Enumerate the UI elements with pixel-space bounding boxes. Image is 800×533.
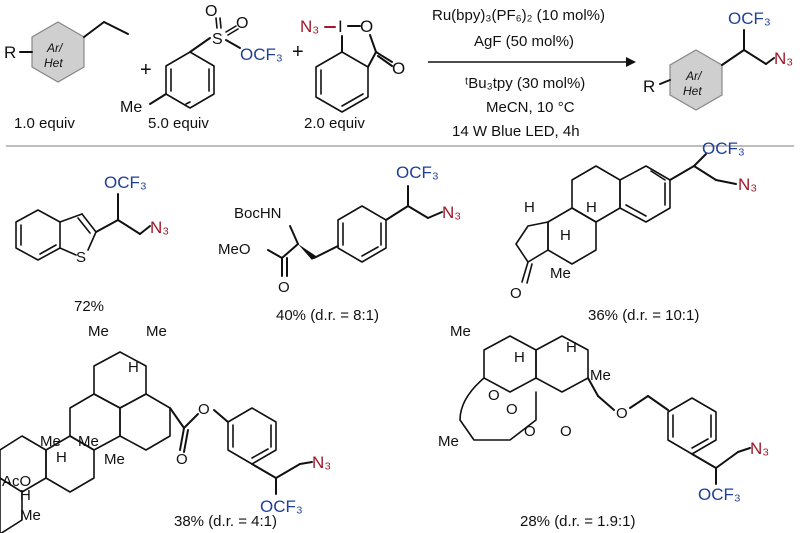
estrone-h3: H	[560, 227, 571, 244]
artemisinin-h-right: H	[566, 339, 577, 356]
triterpenoid-methyl-b: Me	[78, 433, 99, 450]
product-ocf3-label: OCF₃	[728, 9, 771, 28]
artemisinin-methyl-bottom: Me	[438, 433, 459, 450]
benzothiophene-n3: N₃	[150, 218, 169, 237]
product-benzothiophene: S OCF₃ N₃ 72%	[15, 173, 169, 315]
plus-sign-2: +	[292, 41, 304, 63]
ester-link-oxygen: O	[198, 401, 210, 418]
product-general: Ar/ Het R OCF₃ N₃	[643, 9, 793, 111]
ether-oxygen: O	[616, 405, 628, 422]
artemisinin-ocf3: OCF₃	[698, 485, 741, 504]
iodine-label: I	[338, 17, 343, 36]
bochn-label: BocHN	[234, 205, 282, 222]
phenylalanine-n3: N₃	[442, 203, 461, 222]
iodoxole-oxygen: O	[360, 17, 373, 36]
product-r-label: R	[643, 77, 655, 96]
reaction-arrowhead	[626, 57, 636, 67]
sulfonyl-oxygen-top: O	[205, 3, 217, 20]
artemisinin-methyl-right: Me	[590, 367, 611, 384]
condition-solvent-temp: MeCN, 10 °C	[486, 99, 575, 116]
reagent-azidobenziodoxolone: N₃ I O O 2.0 equiv	[300, 17, 405, 132]
product-ring-ar: Ar/	[685, 69, 703, 83]
triterpenoid-methyl-d: Me	[20, 507, 41, 524]
azide-reagent-equiv: 2.0 equiv	[304, 115, 365, 132]
sulfonate-methyl-label: Me	[120, 99, 142, 116]
peroxide-oxygen-2: O	[506, 401, 518, 418]
triterpenoid-h-low: H	[20, 487, 31, 504]
condition-additive: AgF (50 mol%)	[474, 33, 574, 50]
benzothiophene-yield: 72%	[74, 298, 104, 315]
sulfonate-ocf3-label: OCF₃	[240, 45, 283, 64]
triterpenoid-methyl-a: Me	[40, 433, 61, 450]
artemisinin-h-left: H	[514, 349, 525, 366]
reagent-styrene: R Ar/ Het 1.0 equiv	[4, 21, 129, 132]
styrene-equiv: 1.0 equiv	[14, 115, 75, 132]
triterpenoid-yield: 38% (d.r. = 4:1)	[174, 513, 277, 530]
estrone-ocf3: OCF₃	[702, 139, 745, 158]
peroxide-oxygen-1: O	[488, 387, 500, 404]
triterpenoid-methyl-c: Me	[104, 451, 125, 468]
estrone-h1: H	[524, 199, 535, 216]
ring-oxygen-2: O	[560, 423, 572, 440]
condition-ligand: ᵗBu₃tpy (30 mol%)	[465, 75, 585, 92]
carbonyl-oxygen: O	[392, 59, 405, 78]
ring-label-het: Het	[44, 56, 63, 70]
triterpenoid-methyl-top-left: Me	[88, 323, 109, 340]
estrone-n3: N₃	[738, 175, 757, 194]
plus-sign-1: +	[140, 59, 152, 81]
estrone-methyl: Me	[550, 265, 571, 282]
product-ring-het: Het	[683, 84, 702, 98]
acetoxy-label: AcO	[2, 473, 31, 490]
sulfur-label: S	[212, 31, 223, 48]
estrone-h2: H	[586, 199, 597, 216]
triterpenoid-h-mid: H	[56, 449, 67, 466]
styrene-r-label: R	[4, 43, 16, 62]
sulfonyl-oxygen-right: O	[236, 15, 248, 32]
methoxy-label: MeO	[218, 241, 251, 258]
thiophene-sulfur: S	[76, 249, 86, 266]
product-phenylalanine: BocHN MeO O OCF₃ N₃ 40% (d.r. = 8:1)	[218, 163, 461, 324]
phenylalanine-yield: 40% (d.r. = 8:1)	[276, 307, 379, 324]
triterpenoid-ocf3: OCF₃	[260, 497, 303, 516]
benzothiophene-ocf3: OCF₃	[104, 173, 147, 192]
product-triterpenoid: Me Me AcO H H H Me Me Me Me O O OCF₃ N₃ …	[0, 323, 331, 533]
sulfonate-equiv: 5.0 equiv	[148, 115, 209, 132]
ring-oxygen-1: O	[524, 423, 536, 440]
product-estrone: O Me H H H OCF₃ N₃ 36% (d.r. = 10:1)	[510, 139, 757, 324]
condition-light-time: 14 W Blue LED, 4h	[452, 123, 580, 140]
ketone-oxygen: O	[510, 285, 522, 302]
reaction-arrow-group: Ru(bpy)₃(PF₆)₂ (10 mol%) AgF (50 mol%) ᵗ…	[428, 7, 636, 140]
triterpenoid-n3: N₃	[312, 453, 331, 472]
ring-label-ar: Ar/	[46, 41, 64, 55]
artemisinin-n3: N₃	[750, 439, 769, 458]
triterpenoid-h-top: H	[128, 359, 139, 376]
estrone-yield: 36% (d.r. = 10:1)	[588, 307, 699, 324]
product-artemisinin: Me H H Me O O O O Me O OCF₃ N₃ 28% (d.r.…	[438, 323, 769, 530]
triterpenoid-methyl-top-right: Me	[146, 323, 167, 340]
ester-oxygen: O	[278, 279, 290, 296]
azide-n3-label: N₃	[300, 17, 319, 36]
reagent-sulfonate: S O O OCF₃ Me 5.0 equiv	[120, 3, 283, 132]
ester-carbonyl-oxygen: O	[176, 451, 188, 468]
artemisinin-methyl-top: Me	[450, 323, 471, 340]
condition-catalyst: Ru(bpy)₃(PF₆)₂ (10 mol%)	[432, 7, 605, 24]
artemisinin-yield: 28% (d.r. = 1.9:1)	[520, 513, 635, 530]
product-n3-label: N₃	[774, 49, 793, 68]
phenylalanine-ocf3: OCF₃	[396, 163, 439, 182]
